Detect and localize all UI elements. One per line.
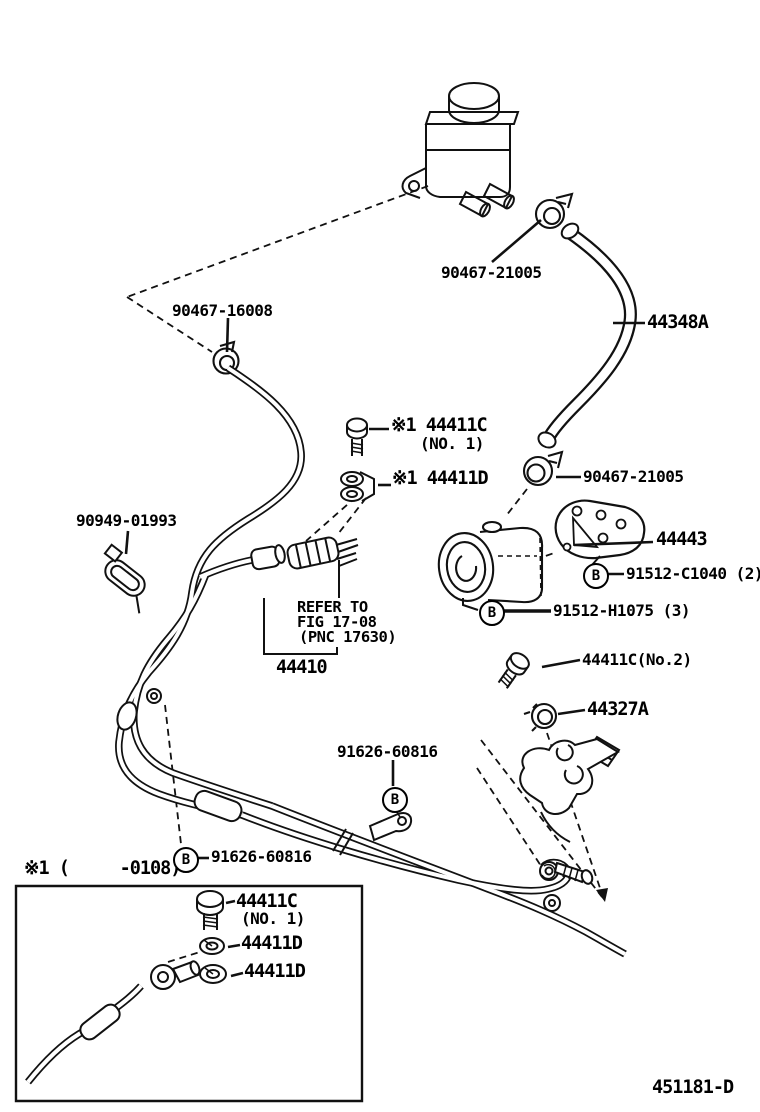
symbol-b-91626-right: B [382,787,408,813]
label-tube-assembly: 44410 [276,657,328,678]
pump-bracket-44443-drawing [556,501,645,565]
union-bolt-no2-icon [494,650,531,691]
gasket-no1-icon [341,472,374,501]
figure-code: 451181-D [652,1077,734,1098]
variant-inset-box [16,886,362,1101]
reservoir-tank [403,83,518,218]
clamp-44327A-icon [524,704,556,731]
union-bolt-no1-icon [347,419,367,457]
symbol-b-h1075: B [479,600,505,626]
label-refer-line1: REFER TO [297,598,368,616]
label-variant-note: ※1 ( -0108) [24,858,181,879]
clamp-90467-21005-top-icon [536,194,572,228]
power-steering-pump-drawing [435,522,543,610]
label-union-bolt-no2: 44411C(No.2) [582,650,692,669]
label-clamp-return-hose: 90467-16008 [172,301,273,320]
label-inset-union-bolt-sub: (NO. 1) [241,909,305,928]
label-bolt-c1040: 91512-C1040 (2) [626,564,760,583]
label-bolt-91626-right: 91626-60816 [337,742,438,761]
label-bolt-h1075: 91512-H1075 (3) [553,601,691,620]
symbol-b-91626-left: B [173,847,199,873]
label-clamp-pump-hose: 90467-21005 [583,467,684,486]
inset-gasket-upper-icon [200,938,224,954]
hose-44348A-drawing [536,221,631,451]
dashed-leader-arrowhead [596,888,608,902]
label-inset-gasket-lower: 44411D [244,961,306,982]
label-union-bolt-no1: ※1 44411C [391,415,488,436]
steering-gear-drawing [520,737,619,911]
tube-clip-icon [147,689,161,703]
label-refer-line3: (PNC 17630) [299,628,397,646]
label-hose-44348A: 44348A [647,312,709,333]
label-refer-line2: FIG 17-08 [297,613,377,631]
symbol-b-c1040: B [583,563,609,589]
clamp-90467-21005-right-icon [524,452,562,485]
leader-lines [126,220,653,976]
label-bolt-91626-left: 91626-60816 [211,847,312,866]
label-inset-union-bolt: 44411C [236,891,298,912]
inset-union-bolt-icon [197,891,223,930]
inset-gasket-lower-icon [200,965,226,983]
bracket-arm-91626-drawing [370,809,411,840]
inset-banjo-fitting [151,960,201,989]
label-clip-90949: 90949-01993 [76,511,177,530]
tube-assembly-44410-drawing [114,368,625,954]
label-inset-gasket-upper: 44411D [241,933,303,954]
label-clamp-44327A: 44327A [587,699,649,720]
label-union-bolt-no1-sub: (NO. 1) [420,434,484,453]
label-pump-bracket: 44443 [656,529,708,550]
label-gasket-no1: ※1 44411D [392,468,489,489]
clip-90949-01993-icon [89,545,162,614]
label-clamp-reservoir-hose: 90467-21005 [441,263,542,282]
